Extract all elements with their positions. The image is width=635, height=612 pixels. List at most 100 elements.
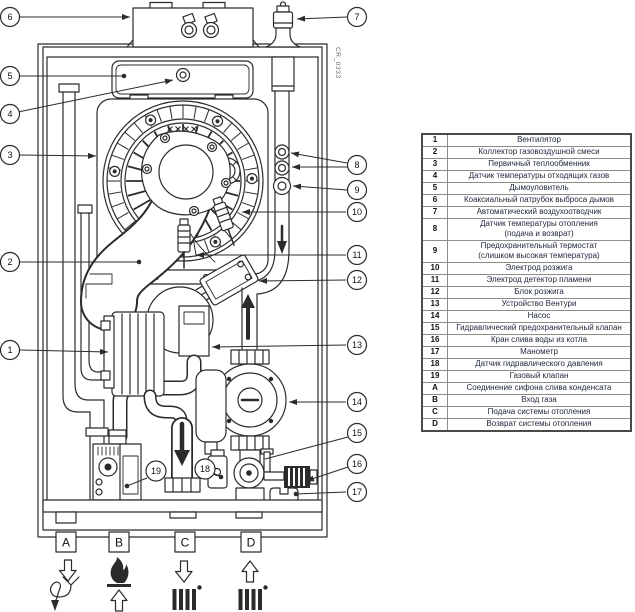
legend-row-number: B [421, 393, 448, 407]
flow-down-arrow [174, 450, 190, 466]
svg-text:8: 8 [354, 160, 359, 170]
callout-19: 19 [145, 460, 167, 482]
legend-row-label: Газовый клапан [447, 369, 632, 383]
flue-gas-sensor [175, 67, 191, 83]
bottom-panel [42, 499, 323, 524]
legend-row-label: Датчик температуры отходящих газов [447, 170, 632, 183]
air-vent [265, 1, 301, 48]
connection-a-box [55, 531, 77, 553]
legend-row-label: Кран слива воды из котла [447, 333, 632, 347]
legend-row-number: 18 [421, 357, 448, 371]
safety-thermostat [272, 176, 292, 196]
legend-row-label: Насос [447, 309, 632, 323]
connection-c-box [174, 531, 196, 553]
legend-row-label: Вентилятор [447, 133, 632, 147]
legend-row-label: Коаксиальный патрубок выброса дымов [447, 194, 632, 207]
legend-row-label: Датчик гидравлического давления [447, 357, 632, 371]
heating-temp-sensor-supply [274, 144, 290, 160]
legend-row-number: C [421, 405, 448, 419]
hydraulic-safety-valve [233, 448, 274, 489]
callout-18: 18 [194, 458, 216, 480]
legend-row-number: 11 [421, 273, 448, 287]
legend-row-label: Устройство Вентури [447, 297, 632, 311]
legend-row-label: Коллектор газовоздушной смеси [447, 146, 632, 159]
callout-17: 17 [346, 481, 368, 503]
connection-b-label: B [115, 536, 123, 550]
svg-text:14: 14 [352, 397, 362, 407]
svg-text:15: 15 [352, 428, 362, 438]
svg-text:9: 9 [354, 185, 359, 195]
legend-row-label: Предохранительный термостат (слишком выс… [447, 239, 632, 263]
legend-row-number: 13 [421, 297, 448, 311]
callout-9: 9 [346, 179, 368, 201]
callout-10: 10 [346, 201, 368, 223]
condensate-siphon-icon [49, 576, 80, 611]
callout-13: 13 [346, 334, 368, 356]
svg-text:6: 6 [7, 12, 12, 22]
connection-a-label: A [62, 536, 70, 550]
legend-row-number: D [421, 417, 448, 432]
legend-row-label: Соединение сифона слива конденсата [447, 381, 632, 395]
flow-down-arrow [277, 241, 287, 254]
connection-c-label: C [181, 536, 190, 550]
legend-row-label: Манометр [447, 345, 632, 359]
fan-motor [100, 311, 165, 397]
svg-text:1: 1 [7, 345, 12, 355]
legend-row-number: 9 [421, 239, 448, 263]
legend-row-number: 1 [421, 133, 448, 147]
fan-and-venturi [100, 286, 214, 493]
legend-row-number: 4 [421, 170, 448, 183]
connection-d-label: D [247, 536, 256, 550]
svg-text:13: 13 [352, 340, 362, 350]
ignition-electrode [177, 218, 216, 269]
legend-row-label: Вход газа [447, 393, 632, 407]
callout-1: 1 [0, 339, 21, 361]
ignition-block [195, 254, 259, 306]
flow-up-arrow [241, 294, 255, 308]
manometer [269, 487, 299, 502]
callouts: 6 5 4 3 2 1 7 8 9 10 11 12 13 14 15 16 1… [0, 6, 368, 503]
svg-text:10: 10 [352, 207, 362, 217]
legend-row-number: 6 [421, 194, 448, 207]
gas-valve [92, 429, 142, 501]
callout-15: 15 [346, 422, 368, 444]
heating-temp-sensor-return [274, 160, 290, 176]
legend-row-number: 19 [421, 369, 448, 383]
svg-text:18: 18 [200, 464, 210, 474]
heating-supply-pipe [164, 417, 201, 493]
legend-row-number: 10 [421, 261, 448, 275]
legend-row-number: 15 [421, 321, 448, 335]
legend-row-number: 17 [421, 345, 448, 359]
svg-text:11: 11 [352, 250, 361, 260]
callout-11: 11 [346, 244, 368, 266]
svg-text:4: 4 [7, 109, 12, 119]
svg-text:16: 16 [352, 459, 362, 469]
coaxial-flue-outlet [126, 1, 260, 48]
callout-6: 6 [0, 6, 21, 28]
flame-detector-electrode [212, 196, 235, 246]
radiator-return-icon [238, 585, 268, 610]
pump-assembly [213, 287, 318, 502]
right-pipe [255, 56, 295, 295]
legend-row-label: Автоматический воздухоотводчик [447, 206, 632, 219]
svg-text:5: 5 [7, 71, 12, 81]
flange-bolts [141, 132, 232, 217]
legend-row-label: Дымоуловитель [447, 182, 632, 195]
